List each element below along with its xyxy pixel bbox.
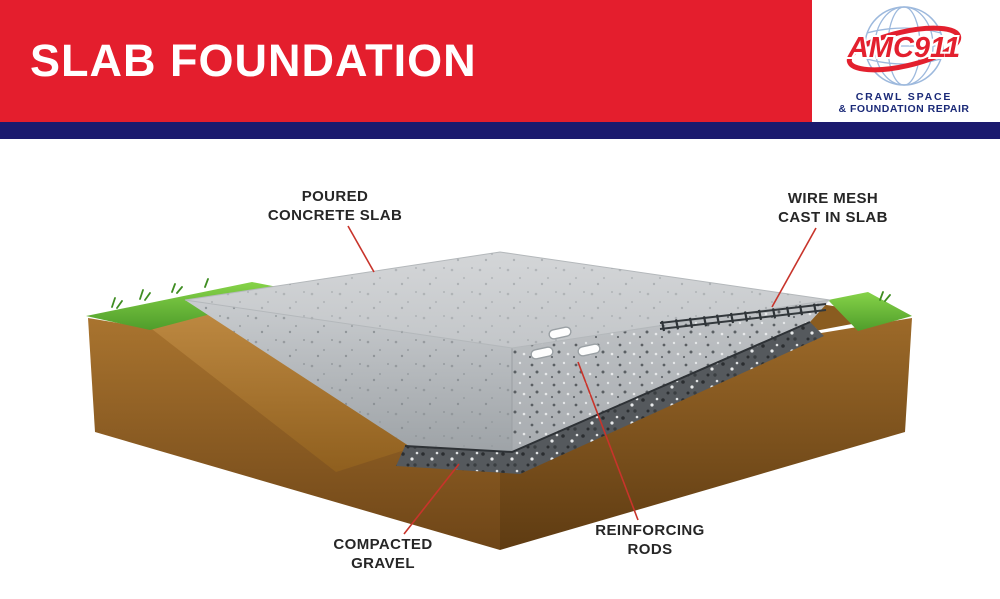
grass-right xyxy=(828,291,912,331)
wire-mesh xyxy=(659,303,827,332)
label-rods-line2: RODS xyxy=(627,540,673,558)
reinforcing-rod-2 xyxy=(530,346,554,360)
label-poured-line2: CONCRETE SLAB xyxy=(267,206,403,224)
logo-tagline-2: & FOUNDATION REPAIR xyxy=(838,103,970,115)
label-rods-line1: REINFORCING xyxy=(595,522,705,539)
label-wire-mesh-line2: CAST IN SLAB xyxy=(778,208,888,226)
slab-edge-cross-section xyxy=(511,300,830,452)
label-reinforcing-rods: REINFORCING RODS xyxy=(595,522,704,559)
header-divider xyxy=(0,122,1000,139)
slab-front-face xyxy=(185,300,512,452)
logo-tagline-1: CRAWL SPACE xyxy=(855,91,953,103)
wire-mesh-rail-bottom xyxy=(659,309,827,330)
reinforcing-rods xyxy=(530,326,601,360)
grass-tufts-left xyxy=(111,278,209,309)
globe-parallel-top xyxy=(866,27,942,34)
logo-globe: AMC911 xyxy=(845,6,962,86)
label-poured-line1: POURED xyxy=(301,188,369,205)
gravel-texture xyxy=(396,322,824,474)
label-wire-mesh-line1: WIRE MESH xyxy=(787,190,879,207)
slab-front-speckle xyxy=(185,300,512,452)
label-gravel-line2: GRAVEL xyxy=(351,554,415,572)
slab-top-face xyxy=(184,251,831,349)
page-title: SLAB FOUNDATION xyxy=(30,35,477,86)
excavation-slope-left xyxy=(148,299,414,472)
label-poured-concrete-slab: POURED CONCRETE SLAB xyxy=(268,188,402,225)
leader-compacted-gravel xyxy=(403,463,460,535)
gravel-layer xyxy=(396,321,824,474)
reinforcing-rod-3 xyxy=(577,343,601,357)
leader-poured-concrete xyxy=(347,225,375,273)
reinforcing-rod-1 xyxy=(548,326,572,340)
label-gravel-line1: COMPACTED xyxy=(333,536,433,553)
wire-mesh-ticks xyxy=(660,303,818,332)
grass-right-surface xyxy=(828,292,912,331)
label-wire-mesh: WIRE MESH CAST IN SLAB xyxy=(778,190,888,227)
logo-swoosh xyxy=(846,25,962,73)
logo-brand: AMC911 xyxy=(847,32,960,64)
leader-wire-mesh xyxy=(771,227,817,308)
header-banner: SLAB FOUNDATION xyxy=(0,0,812,122)
slab-top-speckle xyxy=(185,252,830,348)
logo: AMC911 CRAWL SPACE & FOUNDATION REPAIR xyxy=(822,2,986,115)
wire-mesh-rail-top xyxy=(659,303,827,324)
leader-lines xyxy=(347,225,817,535)
grass-tufts-right xyxy=(879,291,891,302)
gravel-top-edge xyxy=(404,321,811,454)
slab-cut-aggregate xyxy=(512,300,830,452)
label-compacted-gravel: COMPACTED GRAVEL xyxy=(333,536,432,573)
leader-reinforcing-rods xyxy=(577,361,639,521)
